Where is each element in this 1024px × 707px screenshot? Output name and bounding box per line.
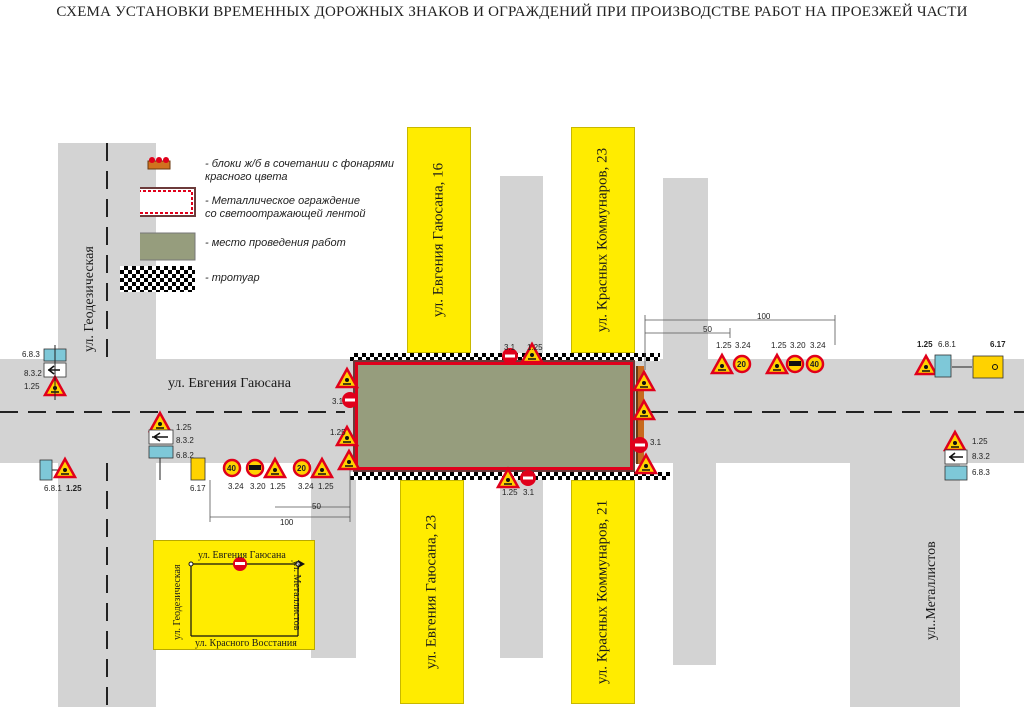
legend-line: красного цвета <box>205 171 288 183</box>
sign-code: 6.8.1 <box>938 340 956 349</box>
sign-workzone-left <box>335 342 544 489</box>
legend-sidewalk-swatch <box>120 266 195 292</box>
sign-code: 6.8.3 <box>972 468 990 477</box>
sign-value: 20 <box>737 360 746 369</box>
work-zone <box>353 360 635 472</box>
building-kommunarov-23: ул. Красных Коммунаров, 23 <box>571 127 635 353</box>
sign-value: 40 <box>227 464 236 473</box>
legend-fence-text: - Металлическое ограждение со светоотраж… <box>205 195 365 221</box>
inset-left: ул. Геодезическая <box>172 564 183 640</box>
inset-map <box>153 540 315 650</box>
legend-blocks-text: - блоки ж/б в сочетании с фонарями красн… <box>205 158 394 184</box>
page-title: СХЕМА УСТАНОВКИ ВРЕМЕННЫХ ДОРОЖНЫХ ЗНАКО… <box>56 4 968 20</box>
dim-100-bottom: 100 <box>280 518 294 527</box>
dim-50-top: 50 <box>703 325 712 334</box>
sign-code: 1.25 <box>270 482 286 491</box>
sign-code: 6.8.1 <box>44 484 62 493</box>
sign-code: 1.25 <box>527 343 543 352</box>
road-side-2 <box>500 176 543 366</box>
inset-right: ул. Металлистов <box>291 560 302 631</box>
sign-code: 1.25 <box>176 423 192 432</box>
road-side-1 <box>311 463 356 658</box>
inset-bottom: ул. Красного Восстания <box>195 638 297 649</box>
sign-code: 3.24 <box>735 341 751 350</box>
sign-code: 8.3.2 <box>972 452 990 461</box>
sign-code: 3.24 <box>298 482 314 491</box>
sign-row-right <box>710 353 825 375</box>
sign-value: 40 <box>810 360 819 369</box>
sign-code: 6.17 <box>990 340 1006 349</box>
dim-50-bottom: 50 <box>312 502 321 511</box>
sign-code: 3.24 <box>810 341 826 350</box>
building-gayusana-23: ул. Евгения Гаюсана, 23 <box>400 480 464 704</box>
sign-code: 8.3.2 <box>24 369 42 378</box>
legend-line: - Металлическое ограждение <box>205 195 360 207</box>
sign-code: 6.17 <box>190 484 206 493</box>
sign-code: 1.25 <box>502 488 518 497</box>
sign-row-left <box>222 457 334 479</box>
sign-code: 1.25 <box>917 340 933 349</box>
sign-code: 3.1 <box>332 397 344 406</box>
building-kommunarov-21: ул. Красных Коммунаров, 21 <box>571 480 635 704</box>
sign-code: 3.1 <box>523 488 535 497</box>
road-metallistov <box>850 463 960 707</box>
sign-code: 1.25 <box>716 341 732 350</box>
sign-code: 1.25 <box>318 482 334 491</box>
inset-lines <box>188 557 305 637</box>
sign-code: 1.25 <box>771 341 787 350</box>
sign-value: 20 <box>297 464 306 473</box>
legend-line: - блоки ж/б в сочетании с фонарями <box>205 158 395 170</box>
legend-swatches <box>140 157 196 261</box>
dim-100-top: 100 <box>757 312 771 321</box>
road-side-3 <box>500 463 543 658</box>
sign-code: 3.20 <box>250 482 266 491</box>
sign-group-left <box>148 411 206 481</box>
sign-group-geodez-bottom <box>39 457 77 481</box>
sign-code: 3.1 <box>504 343 516 352</box>
sign-code: 1.25 <box>330 428 346 437</box>
sign-code: 3.20 <box>790 341 806 350</box>
sign-code: 1.25 <box>66 484 82 493</box>
sign-workzone-right <box>632 370 658 475</box>
road-side-5 <box>673 463 716 665</box>
building-gayusana-16: ул. Евгения Гаюсана, 16 <box>407 127 471 353</box>
sign-group-right-top <box>914 354 1004 379</box>
sign-code: 1.25 <box>24 382 40 391</box>
sign-group-geodez-top <box>43 345 67 400</box>
road-side-4 <box>663 178 708 363</box>
legend-line: со светоотражающей лентой <box>205 208 366 220</box>
legend-work-text: - место проведения работ <box>205 237 346 249</box>
sign-code: 3.24 <box>228 482 244 491</box>
sign-code: 6.8.2 <box>176 451 194 460</box>
legend-sidewalk-text: - тротуар <box>205 272 260 284</box>
sign-code: 8.3.2 <box>176 436 194 445</box>
sign-code: 3.1 <box>650 438 662 447</box>
inset-top: ул. Евгения Гаюсана <box>198 550 286 561</box>
sign-group-right-bottom <box>943 430 968 481</box>
sign-code: 6.8.3 <box>22 350 40 359</box>
street-label-main: ул. Евгения Гаюсана <box>168 376 291 391</box>
sign-code: 1.25 <box>972 437 988 446</box>
